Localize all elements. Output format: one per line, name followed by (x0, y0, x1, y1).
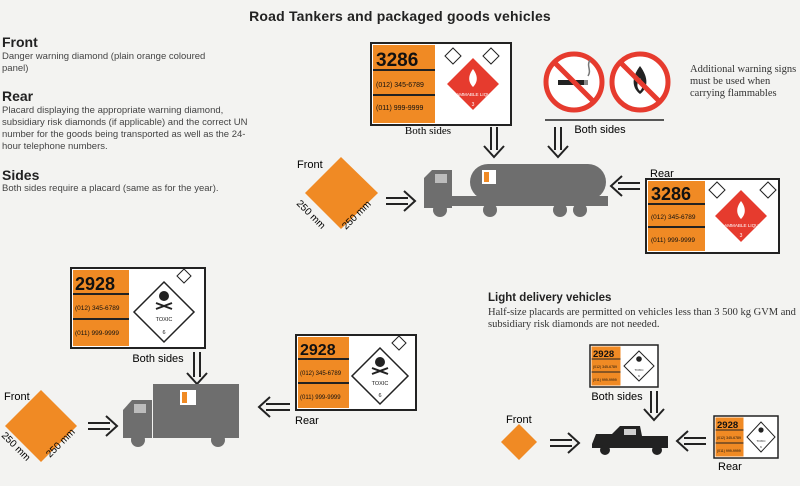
light-rear-placard: 2928 (012) 345-6789 (011) 999-9999 TOXIC… (713, 415, 779, 459)
tanker-front-caption: Front (297, 159, 323, 171)
flame-icon (737, 201, 745, 219)
packaged-rear-label: TOXIC (372, 381, 389, 387)
tanker-side-phone2: (011) 999-9999 (376, 105, 423, 112)
tanker-rear-class: 3 (740, 233, 743, 239)
corrosive-sub-diamond-icon (176, 268, 192, 284)
tanker-rear-phone2: (011) 999-9999 (651, 237, 695, 244)
packaged-rear-arrow (257, 396, 290, 418)
packaged-both-sides-caption: Both sides (132, 353, 184, 365)
light-side-phone1: (012) 345-6789 (593, 365, 617, 369)
corrosive-sub-diamond-icon (759, 181, 777, 199)
toxic-diamond-icon (746, 421, 776, 453)
tanker-rear-label: FLAMMABLE LIQUID (719, 223, 764, 228)
light-side-placard: 2928 (012) 345-6789 (011) 999-9999 TOXIC… (589, 344, 659, 388)
front-heading: Front (2, 34, 38, 50)
packaged-rear-un-number: 2928 (300, 342, 336, 359)
skull-icon (375, 357, 385, 367)
toxic-diamond-icon (623, 350, 655, 382)
packaged-side-arrow (186, 352, 208, 386)
tanker-side-phone1: (012) 345-6789 (376, 82, 424, 89)
tanker-side-class: 3 (472, 102, 475, 108)
tanker-truck-icon (424, 164, 608, 217)
corrosive-sub-diamond-icon (391, 335, 407, 351)
page-title: Road Tankers and packaged goods vehicles (249, 8, 551, 24)
rear-description: Placard displaying the appropriate warni… (2, 105, 248, 152)
box-truck-icon (123, 384, 239, 447)
rear-heading: Rear (2, 88, 34, 104)
light-rear-arrow (675, 430, 706, 452)
sides-description: Both sides require a placard (same as fo… (2, 183, 219, 194)
warning-signs-note: Additional warning signs must be used wh… (690, 64, 797, 99)
toxic-sub-diamond-icon (708, 181, 726, 199)
tanker-side-placard: 3286 (012) 345-6789 (011) 999-9999 FLAMM… (370, 42, 512, 126)
light-delivery-description: Half-size placards are permitted on vehi… (488, 307, 796, 330)
tanker-rear-phone1: (012) 345-6789 (651, 214, 696, 221)
tanker-rear-caption: Rear (650, 168, 674, 180)
tanker-front-diamond (305, 157, 378, 229)
packaged-side-label: TOXIC (156, 317, 173, 323)
flame-icon (469, 69, 477, 87)
packaged-rear-placard: 2928 (012) 345-6789 (011) 999-9999 TOXIC… (295, 334, 417, 411)
tanker-rear-placard: 3286 (012) 345-6789 (011) 999-9999 FLAMM… (645, 178, 780, 254)
pickup-truck-icon (592, 426, 668, 455)
light-delivery-heading: Light delivery vehicles (488, 292, 612, 304)
light-side-un-number: 2928 (593, 349, 614, 360)
packaged-rear-phone2: (011) 999-9999 (300, 395, 341, 401)
tanker-side-arrow (483, 127, 505, 159)
tanker-side-label: FLAMMABLE LIQUID (451, 92, 496, 97)
packaged-rear-class: 6 (378, 393, 381, 399)
front-description: Danger warning diamond (plain orange col… (2, 51, 206, 74)
light-side-phone2: (011) 999-9999 (593, 378, 617, 382)
toxic-sub-diamond-icon (444, 47, 462, 65)
light-rear-class: 6 (760, 445, 762, 449)
warning-signs-arrow (547, 127, 569, 159)
light-side-class: 6 (638, 374, 640, 378)
tanker-side-un-number: 3286 (376, 50, 418, 71)
tanker-rear-arrow (609, 175, 640, 197)
no-smoking-sign (543, 51, 605, 113)
light-rear-caption: Rear (718, 461, 742, 473)
skull-icon (758, 427, 764, 433)
light-front-diamond (501, 424, 537, 460)
light-front-arrow (550, 432, 581, 454)
packaged-side-class: 6 (162, 330, 165, 336)
skull-icon (636, 356, 642, 362)
tanker-front-arrow (386, 190, 417, 212)
tanker-both-sides-caption: Both sides (405, 125, 451, 137)
light-side-arrow (643, 391, 665, 422)
skull-icon (159, 291, 169, 301)
light-side-label: TOXIC (634, 368, 644, 372)
packaged-side-placard: 2928 (012) 345-6789 (011) 999-9999 TOXIC… (70, 267, 206, 349)
light-rear-phone2: (011) 999-9999 (717, 449, 741, 453)
packaged-side-un-number: 2928 (75, 274, 115, 294)
corrosive-sub-diamond-icon (482, 47, 500, 65)
light-both-sides-caption: Both sides (591, 391, 643, 403)
light-front-caption: Front (506, 414, 532, 426)
light-rear-phone1: (012) 345-6789 (717, 436, 741, 440)
tanker-rear-un-number: 3286 (651, 184, 691, 204)
no-open-flame-sign (609, 51, 671, 113)
light-rear-un-number: 2928 (717, 420, 738, 431)
light-rear-label: TOXIC (756, 439, 766, 443)
packaged-side-phone1: (012) 345-6789 (75, 305, 120, 312)
warning-both-sides-caption: Both sides (574, 124, 626, 136)
sides-heading: Sides (2, 167, 40, 183)
toxic-diamond-icon (350, 346, 410, 406)
packaged-front-caption: Front (4, 391, 30, 403)
packaged-rear-caption: Rear (295, 415, 319, 427)
packaged-rear-phone1: (012) 345-6789 (300, 371, 342, 377)
packaged-front-arrow (88, 415, 119, 437)
packaged-side-phone2: (011) 999-9999 (75, 330, 119, 337)
packaged-front-diamond (5, 390, 77, 462)
toxic-diamond-icon (132, 280, 196, 344)
